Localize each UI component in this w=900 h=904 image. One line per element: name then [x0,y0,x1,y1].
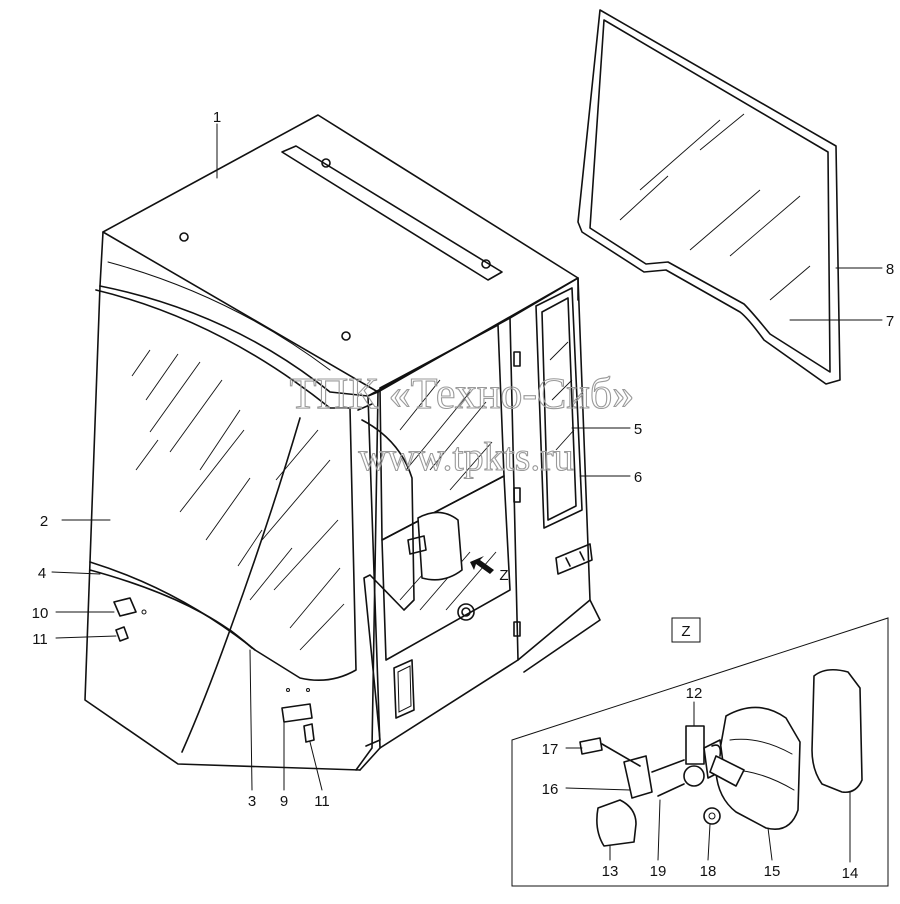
detail-frame [511,617,889,887]
callout-19: 19 [650,863,667,880]
callout-18: 18 [700,863,717,880]
view-arrow-z [470,556,494,574]
callout-10: 10 [32,605,49,622]
view-arrow-label: Z [499,567,508,584]
watermark-line1: ТПК «Техно-Сиб» [290,369,635,418]
callout-17: 17 [542,741,559,758]
detail-title-box [671,617,701,643]
callout-8: 8 [886,261,894,278]
callout-9: 9 [280,793,288,810]
detail-view-z [511,617,889,887]
callout-6: 6 [634,469,642,486]
watermark-line2: www.tpkts.ru [358,434,573,479]
callout-labels: 1 2 4 10 11 3 9 11 5 6 7 8 Z Z 12 17 16 … [32,109,895,882]
cab-mirror [417,511,463,581]
callout-11-left: 11 [32,631,48,648]
cab-roof [102,114,579,393]
callout-13: 13 [602,863,619,880]
front-glass-hatching [131,349,345,651]
cab-assembly [84,114,601,771]
callout-1: 1 [213,109,221,126]
rear-side-window [535,287,583,529]
callout-4: 4 [38,565,46,582]
callout-2: 2 [40,513,48,530]
leader-lines [51,123,883,863]
callout-16: 16 [542,781,559,798]
detail-title: Z [681,623,690,640]
window-glass [589,19,831,373]
callout-11-bottom: 11 [314,793,330,810]
callout-12: 12 [686,685,703,702]
cab-left-shell [84,285,361,771]
callout-15: 15 [764,863,781,880]
roof-strip [281,145,503,281]
callout-5: 5 [634,421,642,438]
callout-7: 7 [886,313,894,330]
callout-3: 3 [248,793,256,810]
window-seal [577,9,841,385]
watermark: ТПК «Техно-Сиб» www.tpkts.ru [289,368,635,479]
callout-14: 14 [842,865,859,882]
window-glass-and-seal [577,9,841,385]
